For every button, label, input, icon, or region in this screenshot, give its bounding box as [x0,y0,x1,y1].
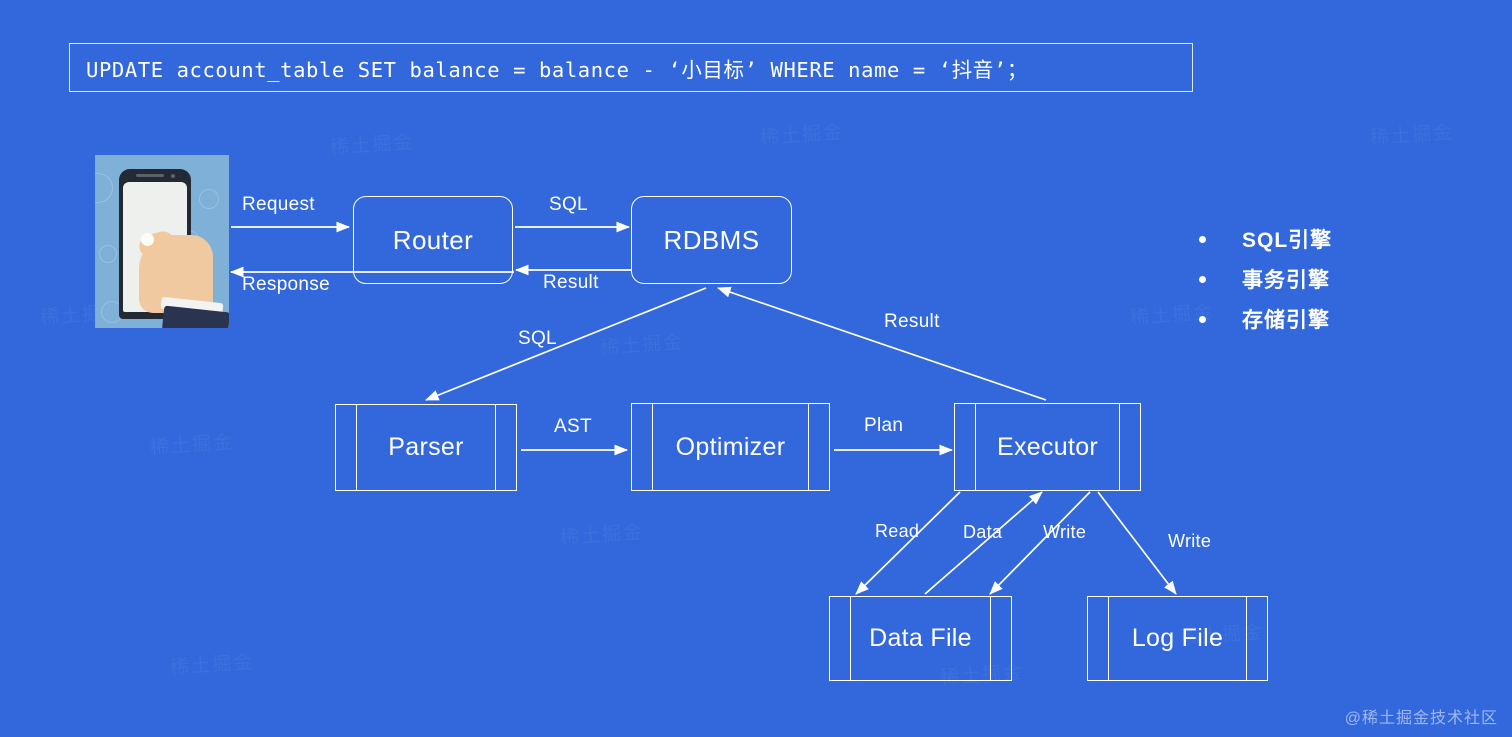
edge-label-response: Response [242,274,330,295]
edge-label-plan: Plan [864,415,904,436]
decor-circle-icon [99,245,117,263]
node-optimizer-label: Optimizer [675,432,786,461]
node-router[interactable]: Router [353,196,513,284]
node-parser[interactable]: Parser [335,403,517,492]
arrow-read [855,491,961,595]
decor-circle-icon [95,173,113,203]
node-rdbms[interactable]: RDBMS [631,196,792,284]
bullet-dot-icon [1199,235,1206,243]
arrow-sql-rdbms-parser [425,287,707,401]
background-watermark: 稀土掘金 [1369,122,1455,149]
corner-watermark: @稀土掘金技术社区 [1344,710,1498,727]
arrow-write-logfile [1097,491,1177,595]
background-watermark: 稀土掘金 [559,522,645,549]
arrow-data [924,491,1043,595]
node-data-file-label: Data File [869,624,972,652]
engine-list-item-sql[interactable]: SQL引擎 [1199,219,1332,259]
sql-statement-banner: UPDATE account_table SET balance = balan… [69,43,1193,92]
edge-label-result-rdbms-router: Result [543,272,599,293]
node-data-file[interactable]: Data File [829,595,1012,682]
edge-label-write-datafile: Write [1043,522,1087,542]
edge-label-read: Read [875,521,920,541]
node-log-file[interactable]: Log File [1087,595,1268,682]
edge-label-sql-router-rdbms: SQL [549,194,588,215]
node-rdbms-label: RDBMS [663,224,760,255]
engine-list-item-transaction[interactable]: 事务引擎 [1199,259,1332,299]
edge-label-request: Request [242,194,315,215]
node-router-label: Router [392,224,474,255]
edge-label-sql-rdbms-parser: SQL [518,328,557,349]
background-watermark: 稀土掘金 [329,132,415,159]
edge-label-data: Data [963,522,1003,542]
engine-list-item-storage[interactable]: 存储引擎 [1199,299,1332,339]
client-device-illustration [95,155,229,328]
decor-circle-icon [199,189,219,209]
arrow-result-executor-rdbms [717,286,1047,401]
engine-list-item-label: SQL引擎 [1242,229,1333,252]
sql-statement-text: UPDATE account_table SET balance = balan… [86,57,1028,82]
bullet-dot-icon [1199,315,1206,323]
engine-list-item-label: 存储引擎 [1242,309,1330,332]
edge-label-ast: AST [554,416,592,437]
edge-label-result-executor-rdbms: Result [884,311,940,332]
background-watermark: 稀土掘金 [149,432,235,459]
node-optimizer[interactable]: Optimizer [631,402,830,492]
edge-label-write-logfile: Write [1168,531,1212,551]
phone-speaker-icon [136,174,164,177]
node-parser-label: Parser [388,433,464,461]
background-watermark: 稀土掘金 [169,652,255,679]
arrow-write-datafile [989,491,1091,595]
background-watermark: 稀土掘金 [599,332,685,359]
node-log-file-label: Log File [1131,624,1224,652]
engine-list: SQL引擎 事务引擎 存储引擎 [1199,219,1332,339]
node-executor-label: Executor [996,432,1099,461]
background-watermark: 稀土掘金 [759,122,845,149]
phone-camera-icon [171,174,175,178]
bullet-dot-icon [1199,275,1206,283]
node-executor[interactable]: Executor [954,402,1141,492]
engine-list-item-label: 事务引擎 [1242,269,1330,292]
fingertip [141,233,154,246]
